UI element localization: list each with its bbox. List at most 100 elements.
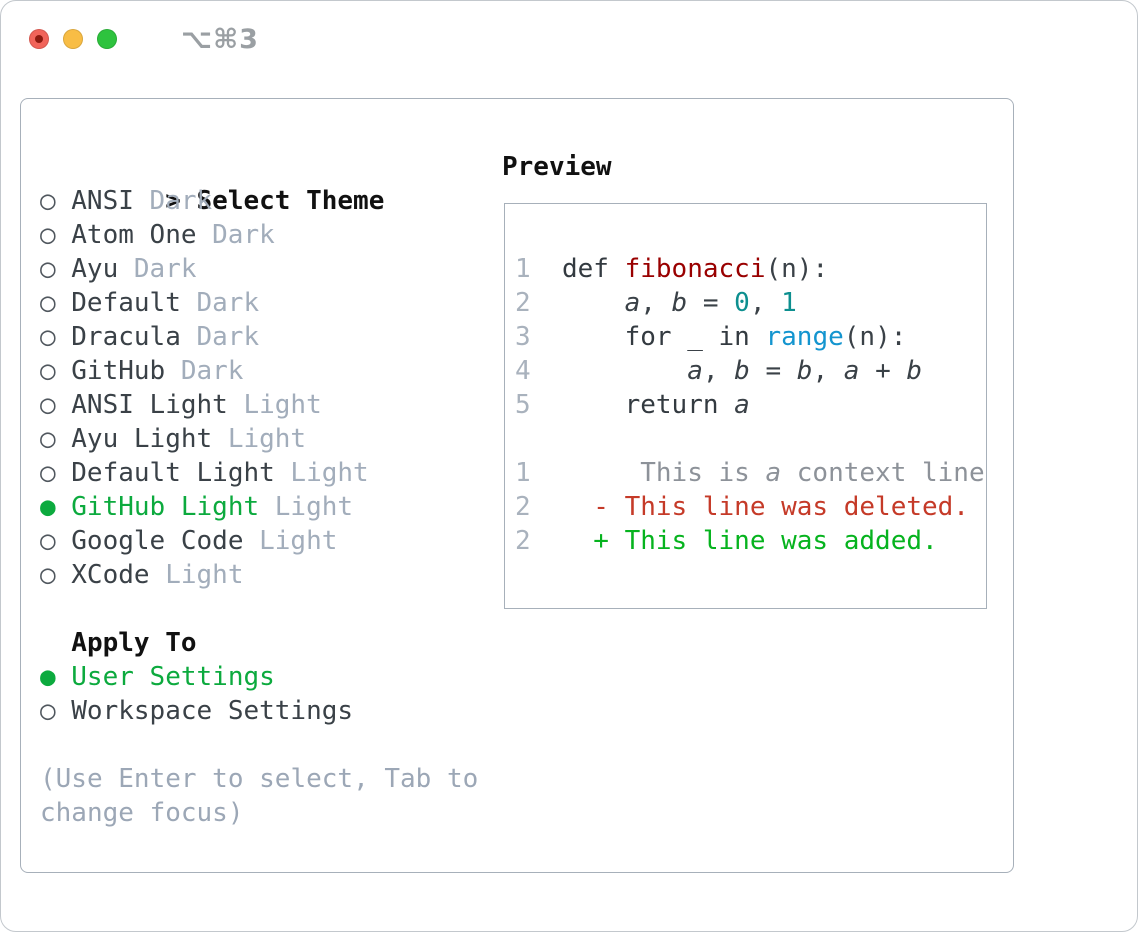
theme-name: Dracula	[71, 322, 181, 352]
close-button[interactable]	[29, 29, 49, 49]
theme-variant: Light	[227, 424, 307, 454]
code-line	[515, 422, 986, 456]
code-token	[531, 390, 625, 420]
theme-name: Default Light	[71, 458, 275, 488]
apply-to-option[interactable]: ○ Workspace Settings	[40, 694, 478, 728]
code-token: 2	[515, 492, 531, 522]
code-token: for	[624, 322, 672, 352]
apply-to-header: Apply To	[71, 628, 197, 658]
code-line: 5 return a	[515, 388, 986, 422]
code-token: _	[671, 322, 719, 352]
theme-option[interactable]: ○ ANSI Light Light	[40, 388, 478, 422]
code-token	[531, 322, 625, 352]
hint-line: change focus)	[40, 798, 244, 828]
theme-option[interactable]: ● GitHub Light Light	[40, 490, 478, 524]
code-token	[531, 356, 688, 386]
code-token: b	[671, 288, 688, 318]
theme-variant: Light	[243, 390, 322, 420]
code-token	[719, 390, 735, 420]
code-line: 4 a, b = b, a + b	[515, 354, 986, 388]
theme-variant: Light	[165, 560, 244, 590]
minimize-button[interactable]	[63, 29, 83, 49]
code-token: =	[749, 356, 797, 386]
code-token: a	[843, 356, 860, 386]
radio-icon: ○	[40, 696, 56, 726]
code-token: b	[796, 356, 813, 386]
prompt-caret-icon: >	[165, 186, 181, 216]
code-line: 2 a, b = 0, 1	[515, 286, 986, 320]
code-token	[531, 526, 594, 556]
theme-name: ANSI Light	[71, 390, 228, 420]
code-token: 2	[515, 526, 531, 556]
theme-name: Ayu Light	[71, 424, 213, 454]
maximize-button[interactable]	[97, 29, 117, 49]
theme-option[interactable]: ○ Default Light Light	[40, 456, 478, 490]
theme-variant: Light	[274, 492, 354, 522]
apply-to-option[interactable]: ● User Settings	[40, 660, 478, 694]
keyboard-hint: (Use Enter to select, Tab to change focus…	[40, 762, 478, 830]
code-token: 3	[515, 322, 531, 352]
theme-name: GitHub Light	[71, 492, 260, 522]
code-line: 2 - This line was deleted.	[515, 490, 986, 524]
code-token: b	[734, 356, 750, 386]
code-token: a	[734, 390, 750, 420]
code-token	[531, 492, 594, 522]
code-token: range	[765, 322, 844, 352]
code-token: ,	[702, 356, 735, 386]
theme-variant: Light	[259, 526, 338, 556]
theme-name: XCode	[71, 560, 150, 590]
code-token: +	[859, 356, 907, 386]
radio-icon: ○	[40, 254, 56, 284]
radio-icon: ○	[40, 288, 56, 318]
code-token: 1	[515, 458, 531, 488]
radio-icon: ○	[40, 424, 56, 454]
select-theme-header: > Select Theme	[40, 150, 478, 216]
titlebar: ⌥⌘3	[1, 1, 1137, 77]
code-token: 1	[781, 288, 797, 318]
apply-to-name: Workspace Settings	[71, 696, 354, 726]
theme-name: ANSI	[71, 186, 134, 216]
code-token: context line.	[781, 458, 987, 488]
radio-icon: ○	[40, 560, 56, 590]
apply-to-name: User Settings	[71, 662, 275, 692]
apply-to-list: ● User Settings ○ Workspace Settings	[40, 660, 478, 728]
theme-variant: Light	[290, 458, 369, 488]
radio-icon: ○	[40, 390, 56, 420]
code-token: return	[624, 390, 719, 420]
theme-option[interactable]: ○ Dracula Dark	[40, 320, 478, 354]
code-token: a	[624, 288, 641, 318]
code-token: 4	[515, 356, 531, 386]
theme-option[interactable]: ○ Ayu Light Light	[40, 422, 478, 456]
preview-header: Preview	[502, 152, 612, 182]
code-token: ,	[640, 288, 672, 318]
code-token: b	[906, 356, 923, 386]
theme-variant: Dark	[133, 254, 197, 284]
theme-variant: Dark	[149, 186, 213, 216]
radio-icon: ○	[40, 220, 56, 250]
theme-option[interactable]: ○ ANSI Dark	[40, 184, 478, 218]
theme-name: Google Code	[71, 526, 244, 556]
select-theme-title: Select Theme	[196, 186, 385, 216]
radio-icon: ○	[40, 186, 56, 216]
code-token: =	[687, 288, 735, 318]
spacer	[40, 728, 478, 762]
theme-option[interactable]: ○ XCode Light	[40, 558, 478, 592]
selected-radio-icon: ●	[40, 492, 56, 522]
hint-line: (Use Enter to select, Tab to	[40, 764, 479, 794]
radio-icon: ○	[40, 322, 56, 352]
code-token	[609, 254, 625, 284]
radio-icon: ○	[40, 458, 56, 488]
spacer	[40, 592, 478, 626]
window-title: ⌥⌘3	[181, 23, 259, 55]
selected-radio-icon: ●	[40, 662, 56, 692]
theme-variant: Dark	[196, 322, 260, 352]
